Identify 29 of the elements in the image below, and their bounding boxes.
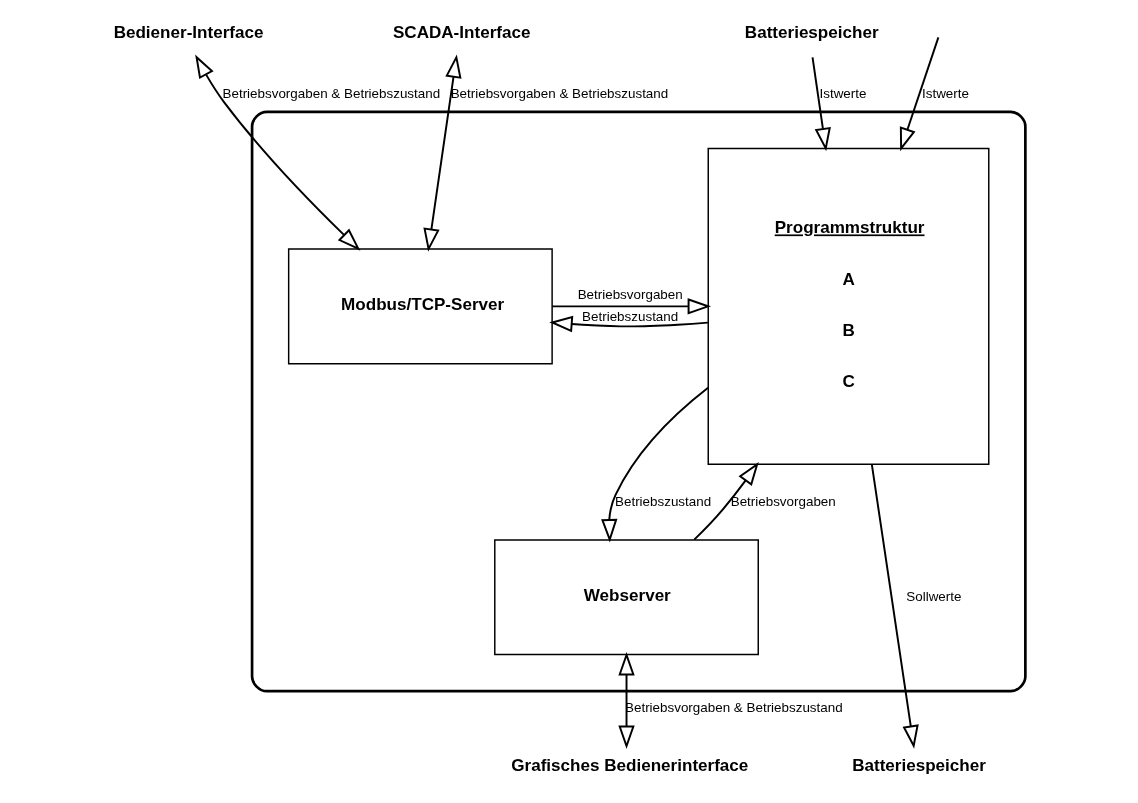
arrow [550, 298, 711, 315]
edge-label: Istwerte [921, 86, 969, 102]
arrow [548, 315, 709, 333]
node-text: Batteriespeicher [851, 756, 986, 776]
node-text: Grafisches Bedienerinterface [510, 756, 748, 776]
node-box: Modbus/TCP-Server [287, 248, 553, 365]
edge-label: Betriebsvorgaben [577, 286, 683, 302]
arrow [600, 386, 709, 543]
arrow [870, 463, 919, 749]
arrow [194, 54, 360, 251]
edge-label: Betriebszustand [614, 493, 711, 509]
cluster [250, 110, 1027, 693]
edge-label: Sollwerte [905, 588, 961, 604]
edge-label: Betriebsvorgaben [730, 493, 836, 509]
edge-label: Betriebsvorgaben & Betriebszustand [222, 86, 440, 102]
edge-label: Istwerte [819, 86, 866, 102]
node-text: Bediener-Interface [113, 23, 263, 43]
arrow [422, 54, 462, 252]
node-box: Webserver [493, 539, 759, 656]
edge-label: Betriebszustand [581, 308, 678, 324]
edge-label: Betriebsvorgaben & Betriebszustand [624, 699, 843, 715]
arrow [692, 462, 759, 541]
node-text: Batteriespeicher [744, 23, 879, 43]
arrow [811, 56, 831, 152]
arrow [899, 36, 939, 152]
node-box: Programmstruktur A B C [707, 147, 989, 466]
edge-label: Betriebsvorgaben & Betriebszustand [450, 86, 668, 102]
arrow [617, 652, 635, 749]
node-text: SCADA-Interface [392, 23, 530, 43]
